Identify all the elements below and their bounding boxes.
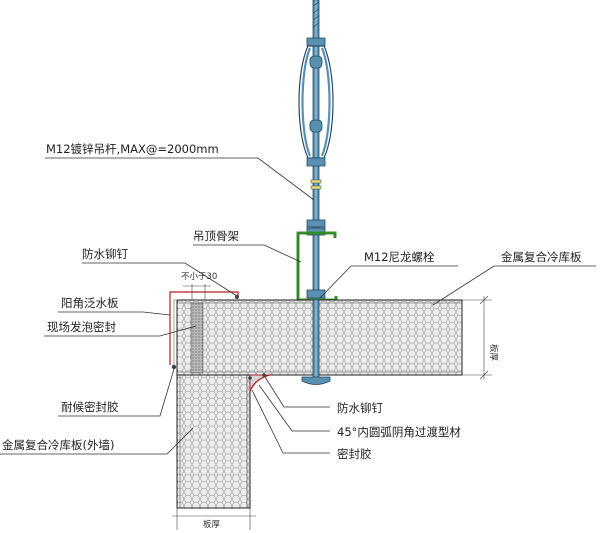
label-frame: 吊顶骨架 (193, 229, 239, 243)
corner-flashing (169, 291, 239, 370)
label-transition: 45°内圆弧阴角过渡型材 (337, 425, 461, 439)
dim-panel-thickness-bottom: 板厚 (172, 508, 256, 530)
dim-panel-thickness-right: 板厚 (462, 295, 499, 380)
label-rivet-bottom: 防水铆钉 (337, 401, 383, 415)
label-foam: 现场发泡密封 (47, 320, 116, 334)
dim-panel-thickness-right-text: 板厚 (488, 344, 499, 362)
callout-weather-sealant: 耐候密封胶 (58, 368, 175, 417)
dim-not-less-30: 不小于30 (181, 271, 217, 300)
callout-rivet-top: 防水铆钉 (82, 247, 238, 297)
label-rivet-top: 防水铆钉 (82, 247, 128, 261)
callout-bolt: M12尼龙螺栓 (319, 250, 458, 299)
callout-sealant: 密封胶 (251, 389, 372, 461)
turnbuckle (298, 37, 334, 190)
site-foam-seal (190, 302, 204, 374)
label-panel-wall: 金属复合冷库板(外墙) (2, 438, 114, 452)
dim-panel-thickness-bottom-text: 板厚 (203, 519, 221, 530)
callout-transition: 45°内圆弧阴角过渡型材 (258, 384, 461, 439)
inner-arc-transition (248, 373, 271, 392)
bolt-through-panel (301, 299, 331, 385)
callout-panel-ceiling: 金属复合冷库板 (432, 250, 596, 306)
dim-not-less-30-text: 不小于30 (181, 271, 217, 282)
callout-flashing: 阳角泛水板 (58, 296, 171, 316)
ceiling-frame-channel (296, 231, 338, 302)
callout-frame: 吊顶骨架 (193, 229, 302, 263)
callout-panel-wall: 金属复合冷库板(外墙) (0, 427, 194, 455)
callout-rod: M12镀锌吊杆,MAX@=2000mm (45, 142, 315, 201)
label-flashing: 阳角泛水板 (61, 296, 119, 310)
ceiling-panel (176, 299, 463, 376)
rod-nut-lower (306, 289, 326, 299)
callout-foam: 现场发泡密封 (44, 320, 197, 337)
label-weather-sealant: 耐候密封胶 (61, 400, 119, 414)
label-rod: M12镀锌吊杆,MAX@=2000mm (46, 142, 219, 156)
label-panel-ceiling: 金属复合冷库板 (501, 250, 582, 264)
callout-rivet-bottom: 防水铆钉 (264, 376, 383, 415)
label-sealant: 密封胶 (337, 447, 372, 461)
label-bolt: M12尼龙螺栓 (364, 250, 435, 264)
wall-panel (176, 374, 251, 509)
